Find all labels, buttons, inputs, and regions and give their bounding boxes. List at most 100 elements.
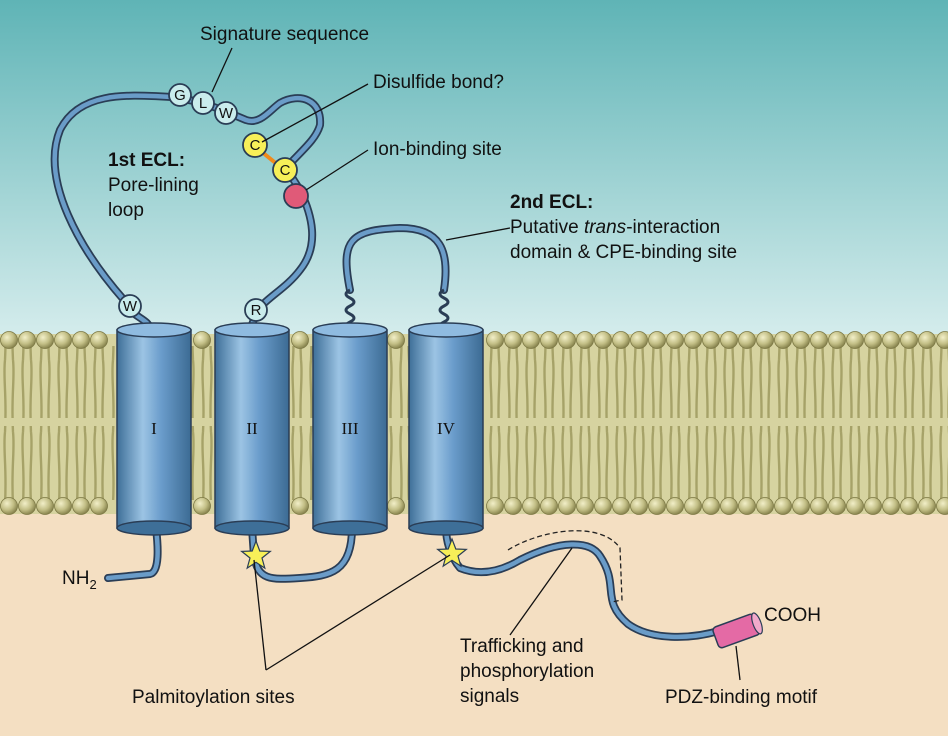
lipid-head-inner [90,497,108,515]
lipid-heads-inner [0,497,948,515]
label-signature-sequence: Signature sequence [200,24,369,45]
lipid-head-outer [291,331,309,349]
domain-label-ii: II [246,419,258,438]
residue-w-loop: W [118,294,142,318]
lipid-head-outer [540,331,558,349]
lipid-head-inner [864,497,882,515]
domain-label-i: I [151,419,157,438]
lipid-head-outer [846,331,864,349]
lipid-head-outer [18,331,36,349]
lipid-head-outer [684,331,702,349]
lipid-head-outer [828,331,846,349]
lipid-head-outer [612,331,630,349]
domain-label-iii: III [342,419,359,438]
residue-r-loop: R [244,298,268,322]
lipid-head-inner [702,497,720,515]
svg-text:L: L [199,95,207,112]
lipid-head-inner [666,497,684,515]
lipid-head-inner [558,497,576,515]
lipid-head-inner [594,497,612,515]
signal-region-outline [507,530,623,603]
lipid-head-outer [594,331,612,349]
transmembrane-domain-iii: III [312,322,388,536]
lipid-head-inner [684,497,702,515]
label-disulfide-bond: Disulfide bond? [373,72,504,93]
transmembrane-domain-i: I [116,322,192,536]
svg-text:W: W [123,298,138,315]
lipid-head-inner [918,497,936,515]
lipid-head-inner [387,497,405,515]
lipid-head-outer [810,331,828,349]
lipid-head-outer [720,331,738,349]
lipid-head-outer [36,331,54,349]
lipid-head-inner [18,497,36,515]
lipid-head-inner [612,497,630,515]
residue-g: G [168,83,192,107]
lipid-head-inner [738,497,756,515]
label-trafficking-line3: signals [460,686,519,707]
lipid-head-inner [0,497,18,515]
lipid-head-inner [936,497,948,515]
svg-text:C: C [250,137,261,154]
lipid-head-inner [504,497,522,515]
lipid-head-inner [828,497,846,515]
lipid-head-outer [756,331,774,349]
domain-label-iv: IV [437,419,456,438]
label-c-terminus: COOH [764,605,821,626]
label-pdz-binding-motif: PDZ-binding motif [665,687,818,708]
lipid-head-outer [648,331,666,349]
lipid-head-outer [702,331,720,349]
label-trafficking-line2: phosphorylation [460,661,594,682]
lipid-head-inner [648,497,666,515]
lipid-head-outer [738,331,756,349]
label-ecl2-line2: domain & CPE-binding site [510,242,737,263]
lipid-head-outer [0,331,18,349]
lipid-head-inner [720,497,738,515]
transmembrane-domain-iv: IV [408,322,484,536]
lipid-head-outer [864,331,882,349]
lipid-head-outer [918,331,936,349]
ion-binding-site-marker [283,183,309,209]
lipid-head-inner [900,497,918,515]
lipid-head-outer [792,331,810,349]
svg-text:W: W [219,105,234,122]
label-ecl2-line1: Putative trans-interaction [510,217,720,238]
residue-cysteine-1: C [242,132,268,158]
lipid-head-inner [72,497,90,515]
lipid-head-outer [666,331,684,349]
lipid-head-outer [486,331,504,349]
label-ecl1-line2: loop [108,200,144,221]
label-ecl1-line1: Pore-lining [108,175,199,196]
lipid-head-outer [522,331,540,349]
lipid-head-outer [72,331,90,349]
lipid-head-inner [792,497,810,515]
svg-text:R: R [251,302,262,319]
residue-l: L [191,91,215,115]
lipid-heads-outer [0,331,948,349]
lipid-head-outer [54,331,72,349]
lipid-head-outer [900,331,918,349]
lipid-head-outer [504,331,522,349]
lipid-head-inner [756,497,774,515]
label-ion-binding-site: Ion-binding site [373,139,502,160]
label-ecl2-title: 2nd ECL: [510,192,593,213]
lipid-head-inner [630,497,648,515]
lipid-head-inner [810,497,828,515]
label-n-terminus: NH2 [62,568,97,592]
lipid-head-outer [193,331,211,349]
lipid-head-outer [936,331,948,349]
label-ecl1-title: 1st ECL: [108,150,185,171]
lipid-head-outer [90,331,108,349]
extracellular-region [0,0,948,334]
lipid-head-outer [882,331,900,349]
residue-cysteine-2: C [272,157,298,183]
lipid-head-inner [291,497,309,515]
lipid-head-inner [54,497,72,515]
svg-text:C: C [280,162,291,179]
palmitoylation-star-iv [436,537,468,568]
leader-lines [211,47,741,681]
label-palmitoylation-sites: Palmitoylation sites [132,687,295,708]
protein-chain [50,91,726,641]
lipid-head-outer [387,331,405,349]
